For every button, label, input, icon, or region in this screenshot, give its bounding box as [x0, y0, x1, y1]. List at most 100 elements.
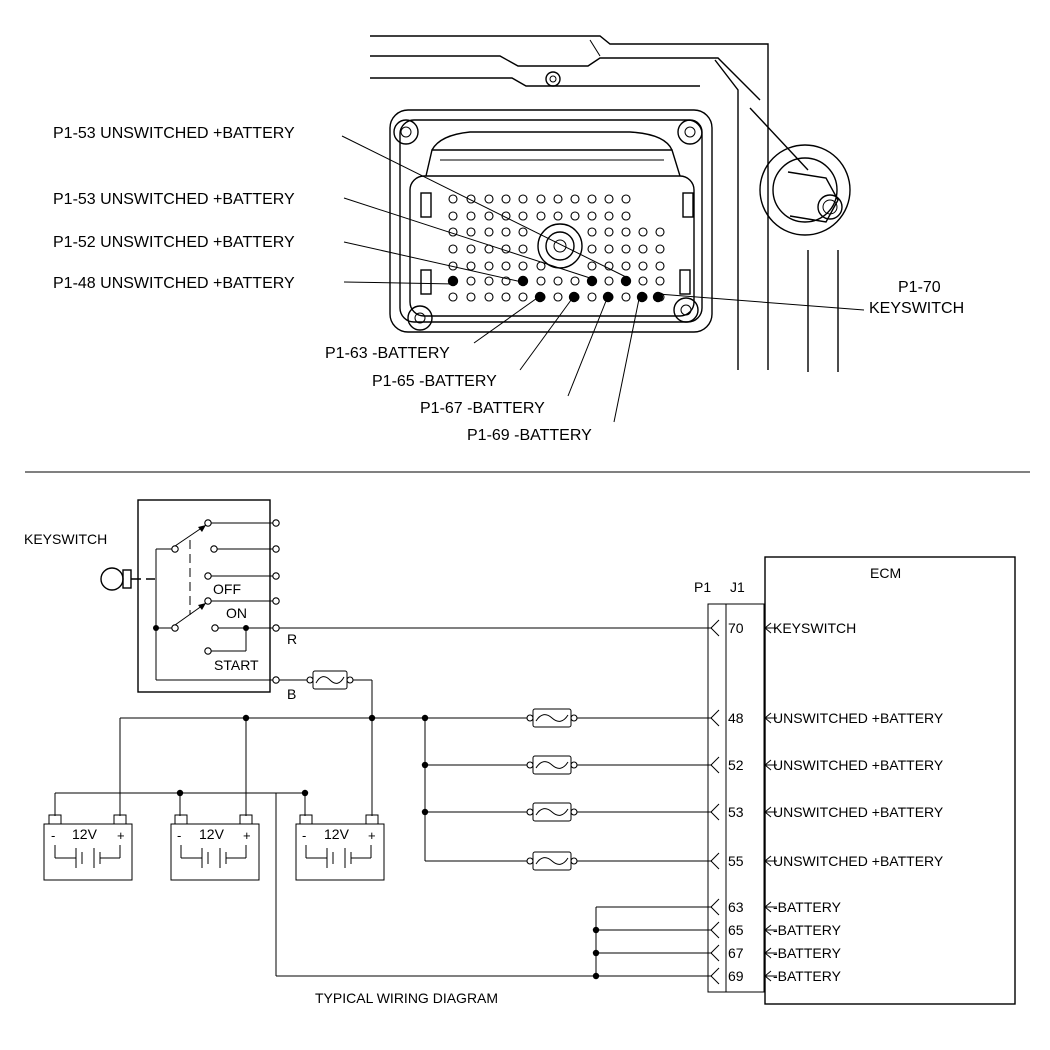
- diagram-caption: TYPICAL WIRING DIAGRAM: [315, 990, 498, 1006]
- keyswitch-title: KEYSWITCH: [24, 531, 107, 547]
- pin-arrow-icon: [764, 901, 777, 913]
- connector-pin: [621, 292, 631, 302]
- wire-r-label: R: [287, 631, 297, 647]
- connector-pin: [638, 261, 648, 271]
- battery-1-neg: -: [51, 828, 55, 843]
- ecm-pin-number: 53: [728, 804, 744, 820]
- pin-arrow-icon: [764, 759, 777, 771]
- connector-pin: [621, 211, 631, 221]
- switch-start-label: START: [214, 657, 259, 673]
- p1-label: P1: [694, 579, 711, 595]
- callout-p1-53-b: P1-53 UNSWITCHED +BATTERY: [53, 191, 295, 208]
- battery-3-pos: +: [368, 828, 376, 843]
- connector-pin: [621, 244, 631, 254]
- connector-pin: [484, 276, 494, 286]
- connector-pin-used: [534, 291, 546, 303]
- ecm-pin-number: 48: [728, 710, 744, 726]
- battery-3-neg: -: [302, 828, 306, 843]
- pin-arrow-icon: [764, 947, 777, 959]
- pin-socket-icon: [710, 898, 720, 916]
- connector-pin: [484, 261, 494, 271]
- connector-pin: [484, 292, 494, 302]
- p1-j1-connector: [707, 603, 765, 993]
- battery-2-pos: +: [243, 828, 251, 843]
- ecm-pin-name: UNSWITCHED +BATTERY: [773, 804, 944, 820]
- callout-p1-70-pin: P1-70: [898, 279, 941, 296]
- switch-off-label: OFF: [213, 581, 241, 597]
- ecm-pin-number: 69: [728, 968, 744, 984]
- connector-pin: [501, 261, 511, 271]
- connector-pin: [587, 211, 597, 221]
- connector-pin: [448, 292, 458, 302]
- connector-pin-used: [620, 275, 632, 287]
- connector-pin: [518, 261, 528, 271]
- ecm-pin-name: -BATTERY: [773, 945, 842, 961]
- pin-socket-icon: [710, 619, 720, 637]
- ecm-pin-number: 63: [728, 899, 744, 915]
- pin-arrow-icon: [764, 622, 777, 634]
- callout-leaders: [341, 135, 865, 423]
- pin-socket-icon: [710, 756, 720, 774]
- connector-pin: [466, 261, 476, 271]
- pin-arrow-icon: [764, 970, 777, 982]
- connector-pin: [587, 292, 597, 302]
- battery-2: [170, 814, 260, 881]
- pin-socket-icon: [710, 803, 720, 821]
- connector-pin: [501, 194, 511, 204]
- connector-pin: [587, 194, 597, 204]
- battery-1-pos: +: [117, 828, 125, 843]
- pin-socket-icon: [710, 709, 720, 727]
- connector-pin: [466, 211, 476, 221]
- connector-pin: [570, 194, 580, 204]
- battery-2-neg: -: [177, 828, 181, 843]
- connector-pin: [536, 276, 546, 286]
- connector-pin: [466, 276, 476, 286]
- connector-pin: [587, 244, 597, 254]
- connector-pin: [484, 211, 494, 221]
- battery-3: [295, 814, 385, 881]
- ecm-pin-name: UNSWITCHED +BATTERY: [773, 853, 944, 869]
- pin-arrow-icon: [764, 806, 777, 818]
- pin-socket-icon: [710, 944, 720, 962]
- connector-pin: [501, 227, 511, 237]
- ecm-pin-number: 55: [728, 853, 744, 869]
- connector-pin: [553, 211, 563, 221]
- ecm-pin-name: KEYSWITCH: [773, 620, 856, 636]
- ecm-pin-name: UNSWITCHED +BATTERY: [773, 757, 944, 773]
- callout-p1-65: P1-65 -BATTERY: [372, 373, 497, 390]
- connector-pin: [553, 276, 563, 286]
- connector-pin: [518, 292, 528, 302]
- ecm-pin-number: 67: [728, 945, 744, 961]
- ecm-pin-name: UNSWITCHED +BATTERY: [773, 710, 944, 726]
- callout-p1-67: P1-67 -BATTERY: [420, 400, 545, 417]
- connector-pin: [655, 261, 665, 271]
- connector-pin: [518, 244, 528, 254]
- callout-p1-69: P1-69 -BATTERY: [467, 427, 592, 444]
- ecm-pin-number: 70: [728, 620, 744, 636]
- connector-pin: [621, 227, 631, 237]
- ecm-pin-number: 65: [728, 922, 744, 938]
- connector-pin: [484, 227, 494, 237]
- connector-pin: [501, 292, 511, 302]
- pin-arrow-icon: [764, 924, 777, 936]
- connector-pin: [604, 244, 614, 254]
- wire-b: [279, 679, 373, 816]
- pin-socket-icon: [710, 852, 720, 870]
- connector-pin: [638, 227, 648, 237]
- connector-pin: [621, 194, 631, 204]
- connector-pin: [466, 244, 476, 254]
- callout-p1-53-a: P1-53 UNSWITCHED +BATTERY: [53, 125, 295, 142]
- connector-pin: [655, 244, 665, 254]
- ecm-pin-number: 52: [728, 757, 744, 773]
- fused-branches: [425, 717, 712, 862]
- wire-b-label: B: [287, 686, 296, 702]
- connector-pin: [448, 244, 458, 254]
- battery-3-voltage: 12V: [324, 826, 350, 842]
- callout-p1-48: P1-48 UNSWITCHED +BATTERY: [53, 275, 295, 292]
- connector-pin: [448, 211, 458, 221]
- connector-pin: [570, 276, 580, 286]
- connector-pin-used: [586, 275, 598, 287]
- connector-pin: [655, 227, 665, 237]
- connector-pin: [604, 194, 614, 204]
